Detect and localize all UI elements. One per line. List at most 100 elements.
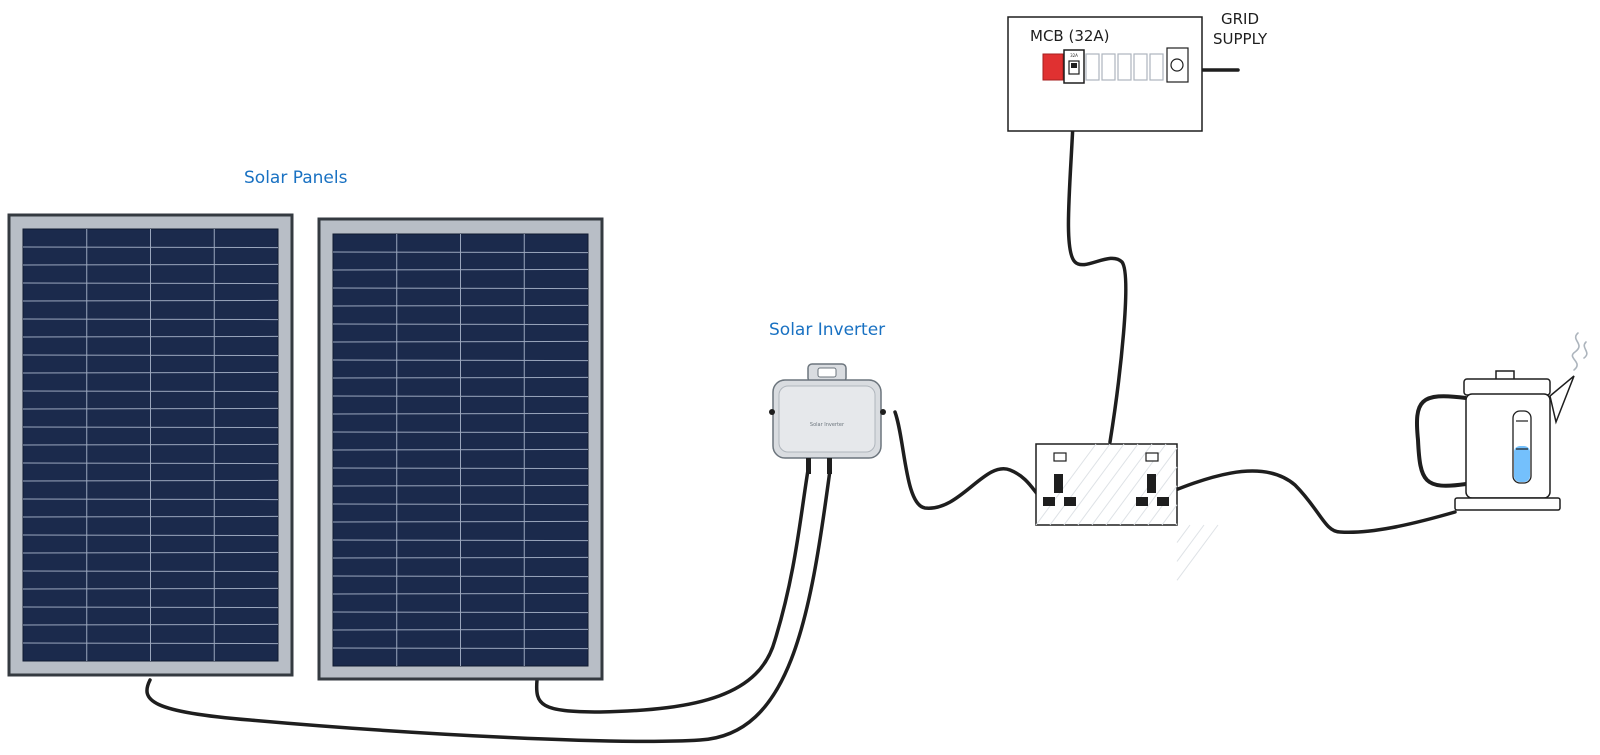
panel-row-line [332, 628, 589, 631]
panel-row-line [22, 354, 279, 357]
inverter-handle-slot [817, 367, 837, 378]
mcb-label: MCB (32A) [1030, 27, 1110, 45]
panel-row-line [332, 556, 589, 559]
inverter-dc-port-2 [827, 458, 832, 474]
panel-row-line [332, 268, 589, 271]
solar-panel-2 [317, 217, 604, 681]
socket-right-neutral-pin [1157, 497, 1169, 506]
panel-row-line [22, 246, 279, 249]
mcb-toggle-lever [1071, 63, 1077, 68]
panel-row-line [22, 462, 279, 465]
panel-row-line [22, 318, 279, 321]
blank-breaker-slot [1117, 53, 1132, 81]
inverter-brand-text: Solar Inverter [810, 422, 845, 428]
panel-row-line [332, 376, 589, 379]
steam-icon-2 [1583, 341, 1588, 359]
blank-breaker-slot [1085, 53, 1100, 81]
socket-right-earth-pin [1147, 474, 1156, 493]
panel-row-line [22, 534, 279, 537]
panel-row-line [332, 647, 589, 650]
blank-breaker-slots [1085, 53, 1164, 81]
panel-row-line [332, 304, 589, 307]
panel-row-line [332, 520, 589, 523]
kettle-lid [1463, 378, 1551, 396]
panel-row-line [22, 479, 279, 482]
mcb-rating-text: 32A [1070, 53, 1078, 58]
consumer-unit: 32A [1007, 16, 1203, 132]
kettle-base [1454, 497, 1561, 511]
panel-row-line [332, 484, 589, 487]
panel-row-line [22, 587, 279, 590]
blank-breaker-slot [1133, 53, 1148, 81]
panel-row-line [22, 282, 279, 285]
socket-left-live-pin [1043, 497, 1055, 506]
main-switch-red [1042, 53, 1064, 81]
panel-row-line [22, 498, 279, 501]
solar-panels-label: Solar Panels [244, 168, 348, 188]
kettle-handle [1415, 394, 1467, 488]
panel-row-line [332, 448, 589, 451]
cable-socket-to-kettle [1156, 469, 1457, 535]
panel-row-line [332, 287, 589, 290]
panel-row-line [22, 606, 279, 609]
grid-supply-label-line1: GRID [1221, 10, 1260, 28]
kettle-spout [1549, 375, 1575, 425]
inverter-ac-port [880, 409, 886, 415]
socket-left-earth-pin [1054, 474, 1063, 493]
panel-row-line [332, 592, 589, 595]
inverter-side-port [769, 409, 775, 415]
panel-row-line [22, 335, 279, 338]
solar-inverter: Solar Inverter [769, 363, 886, 474]
panel-row-line [22, 551, 279, 554]
cable-inverter-to-socket [893, 410, 1047, 510]
socket-hatch-line [1161, 504, 1178, 526]
panel-row-line [22, 299, 279, 302]
panel-row-line [332, 539, 589, 542]
panel-row-line [332, 412, 589, 415]
socket-hatch-line [1049, 443, 1111, 526]
socket-hatch-line [1133, 466, 1178, 526]
socket-right-live-pin [1136, 497, 1148, 506]
socket-hatch-line [1035, 443, 1097, 526]
socket-switch-left [1053, 452, 1067, 462]
inverter-body-inner [778, 385, 876, 453]
solar-panel-1 [7, 213, 294, 677]
socket-hatch-line [1176, 524, 1191, 543]
socket-hatch-line [1176, 524, 1219, 581]
panel-row-line [22, 407, 279, 410]
panel-row-line [22, 623, 279, 626]
cable-socket-to-mcb [1066, 96, 1128, 444]
cable-panel2-to-inverter [534, 468, 810, 714]
panel-row-line [332, 431, 589, 434]
panel-row-line [332, 467, 589, 470]
socket-hatch-line [1175, 523, 1178, 526]
panel-row-line [332, 251, 589, 254]
panel-row-line [22, 642, 279, 645]
panel-row-line [332, 340, 589, 343]
socket-left-neutral-pin [1064, 497, 1076, 506]
socket-hatch-line [1091, 443, 1153, 526]
panel-row-line [332, 611, 589, 614]
panel-row-line [22, 371, 279, 374]
panel-row-line [22, 443, 279, 446]
socket-hatch-line [1063, 443, 1125, 526]
panel-row-line [332, 323, 589, 326]
panel-row-line [22, 515, 279, 518]
solar-inverter-label: Solar Inverter [769, 320, 886, 340]
panel-grid-lines [22, 229, 279, 661]
socket-hatch-line [1176, 524, 1205, 562]
socket-switch-right [1145, 452, 1159, 462]
kettle [1415, 332, 1588, 511]
blank-breaker-slot [1149, 53, 1164, 81]
blank-breaker-slot [1101, 53, 1116, 81]
inverter-dc-port-1 [806, 458, 811, 474]
panel-row-line [22, 426, 279, 429]
isolator-knob [1170, 58, 1184, 72]
panel-row-line [332, 503, 589, 506]
panel-row-line [332, 359, 589, 362]
steam-icon [1571, 332, 1580, 371]
panel-row-line [22, 570, 279, 573]
grid-supply-label-line2: SUPPLY [1213, 30, 1268, 48]
panel-row-line [332, 575, 589, 578]
